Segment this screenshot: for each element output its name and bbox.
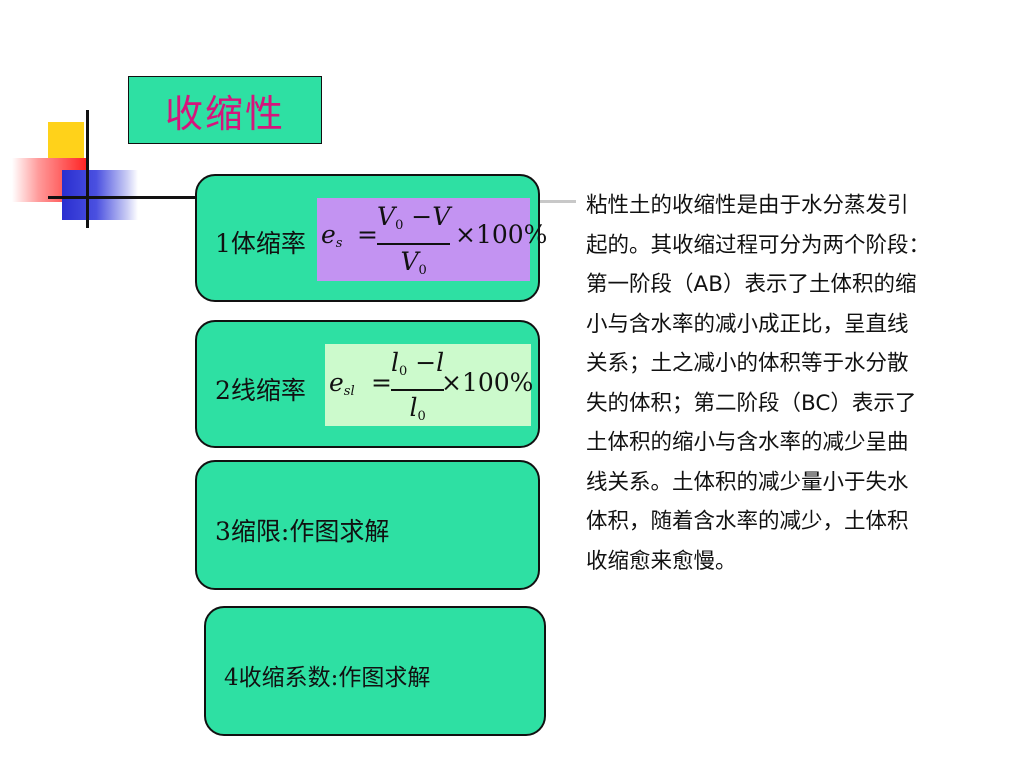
paragraph-line: 粘性土的收缩性是由于水分蒸发引 [586, 193, 909, 218]
formula2-lhs: esl [329, 368, 355, 399]
shrinkage-limit-label: 3缩限:作图求解 [215, 517, 390, 546]
formula2-equals: = [371, 368, 392, 397]
volume-shrinkage-box: 1体缩率 es = V0 −V V0 ×100% [195, 174, 547, 302]
formula2-fraction: l0 −l l0 [391, 348, 445, 424]
linear-shrinkage-box: 2线缩率 esl = l0 −l l0 ×100% [195, 320, 540, 448]
linear-shrinkage-label: 2线缩率 [215, 376, 306, 405]
explanation-paragraph: 粘性土的收缩性是由于水分蒸发引 起的。其收缩过程可分为两个阶段： 第一阶段（AB… [586, 186, 996, 581]
volume-shrinkage-label: 1体缩率 [215, 229, 306, 258]
paragraph-line: 收缩愈来愈慢。 [586, 548, 737, 574]
formula1-fraction: V0 −V V0 [377, 202, 451, 278]
connector-line [538, 200, 576, 203]
paragraph-line: 线关系。土体积的减少量小于失水 [586, 469, 909, 495]
logo-horizontal-line [48, 196, 198, 199]
paragraph-line: 土体积的缩小与含水率的减少呈曲 [586, 430, 909, 455]
logo-vertical-line [86, 110, 89, 228]
shrinkage-coefficient-box: 4收缩系数:作图求解 [204, 606, 546, 736]
title-box: 收缩性 [128, 76, 322, 144]
shrinkage-coefficient-label: 4收缩系数:作图求解 [224, 665, 431, 691]
logo-yellow-square [48, 122, 84, 160]
formula1-equals: = [357, 220, 378, 249]
paragraph-line: 关系；土之减小的体积等于水分散 [586, 351, 909, 376]
paragraph-line: 失的体积；第二阶段（BC）表示了 [586, 390, 917, 416]
formula1-suffix: ×100% [455, 220, 548, 249]
slide-title: 收缩性 [164, 91, 285, 136]
paragraph-line: 体积，随着含水率的减少，土体积 [586, 509, 909, 534]
linear-shrinkage-formula: esl = l0 −l l0 ×100% [325, 344, 534, 426]
shrinkage-limit-box: 3缩限:作图求解 [195, 460, 540, 590]
formula1-lhs: es [321, 220, 343, 251]
logo-blue-gradient [62, 170, 138, 220]
formula2-suffix: ×100% [441, 368, 534, 397]
paragraph-line: 起的。其收缩过程可分为两个阶段： [586, 232, 931, 258]
paragraph-line: 第一阶段（AB）表示了土体积的缩 [586, 272, 917, 297]
volume-shrinkage-formula: es = V0 −V V0 ×100% [317, 198, 547, 281]
paragraph-line: 小与含水率的减小成正比，呈直线 [586, 311, 909, 337]
